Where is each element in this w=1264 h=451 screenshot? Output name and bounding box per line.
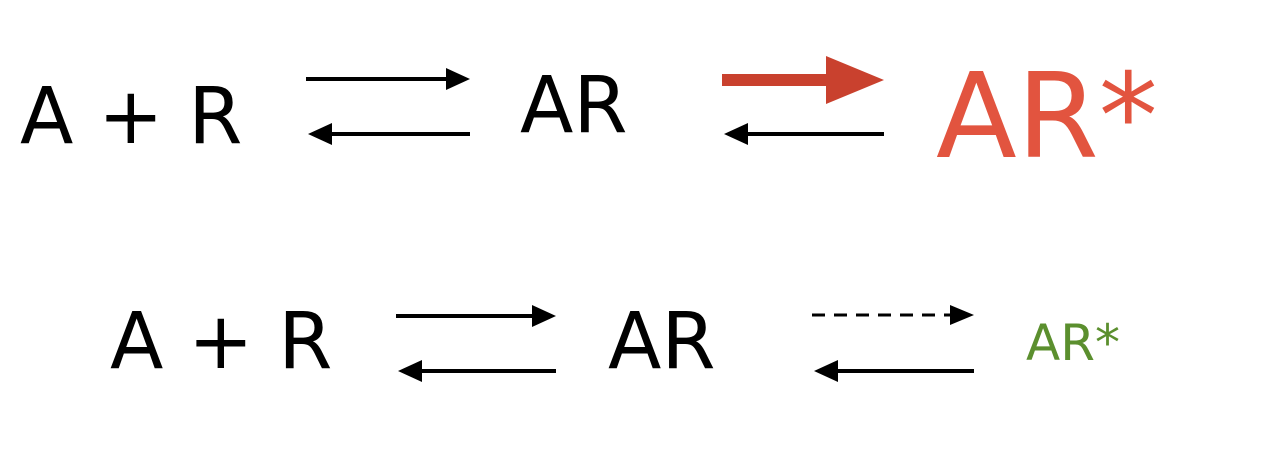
row2-forward-arrow	[396, 305, 556, 327]
row2-activation-arrow	[812, 305, 974, 325]
row1-deactivation-arrow	[724, 123, 884, 145]
row1-forward-arrow	[306, 68, 470, 90]
row2-deactivation-arrow	[814, 360, 974, 382]
row2-reactants: A + R	[110, 297, 333, 387]
row2-reverse-arrow	[398, 360, 556, 382]
row1-reverse-arrow	[308, 123, 470, 145]
row1-activation-arrow	[722, 56, 884, 104]
row1-intermediate: AR	[520, 61, 628, 151]
row-1-agonist: A + R AR AR*	[20, 47, 1158, 185]
row2-product: AR*	[1026, 314, 1120, 372]
row2-intermediate: AR	[608, 297, 716, 387]
row-2-partial-agonist: A + R AR AR*	[110, 297, 1120, 387]
row1-reactants: A + R	[20, 72, 243, 162]
row1-product: AR*	[936, 47, 1158, 185]
